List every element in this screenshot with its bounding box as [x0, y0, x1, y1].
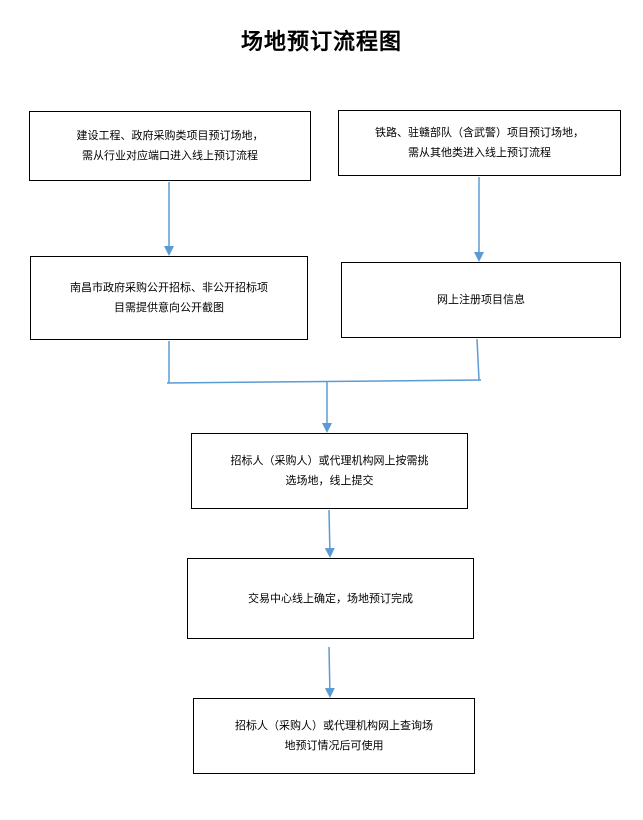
node-confirm-booking: 交易中心线上确定，场地预订完成 — [187, 558, 474, 639]
node-text-line: 网上注册项目信息 — [437, 293, 525, 306]
line-box4-down — [476, 338, 480, 381]
node-register-project: 网上注册项目信息 — [341, 262, 621, 338]
node-text-line: 南昌市政府采购公开招标、非公开招标项 — [70, 281, 268, 294]
node-text-line: 铁路、驻赣部队（含武警）项目预订场地， — [375, 126, 584, 139]
node-construction-procurement: 建设工程、政府采购类项目预订场地， 需从行业对应端口进入线上预订流程 — [29, 111, 311, 181]
node-text-line: 需从行业对应端口进入线上预订流程 — [82, 149, 258, 162]
node-text-line: 目需提供意向公开截图 — [114, 301, 224, 314]
page-title: 场地预订流程图 — [240, 30, 402, 55]
node-text-line: 需从其他类进入线上预订流程 — [408, 146, 551, 159]
arrow-box6-to-box7 — [324, 646, 335, 698]
node-select-venue: 招标人（采购人）或代理机构网上按需挑 选场地，线上提交 — [191, 433, 468, 509]
node-nanchang-tender: 南昌市政府采购公开招标、非公开招标项 目需提供意向公开截图 — [30, 256, 308, 340]
node-railway-military: 铁路、驻赣部队（含武警）项目预订场地， 需从其他类进入线上预订流程 — [338, 110, 621, 176]
node-text-line: 招标人（采购人）或代理机构网上按需挑 — [230, 454, 429, 467]
arrow-box5-to-box6 — [324, 509, 335, 558]
node-text-line: 招标人（采购人）或代理机构网上查询场 — [235, 719, 433, 732]
node-query-use: 招标人（采购人）或代理机构网上查询场 地预订情况后可使用 — [193, 698, 475, 774]
node-text-line: 选场地，线上提交 — [285, 474, 374, 487]
node-text-line: 交易中心线上确定，场地预订完成 — [248, 591, 413, 605]
node-text-line: 建设工程、政府采购类项目预订场地， — [76, 129, 264, 142]
line-merge — [166, 379, 482, 384]
node-text-line: 地预订情况后可使用 — [284, 739, 384, 752]
